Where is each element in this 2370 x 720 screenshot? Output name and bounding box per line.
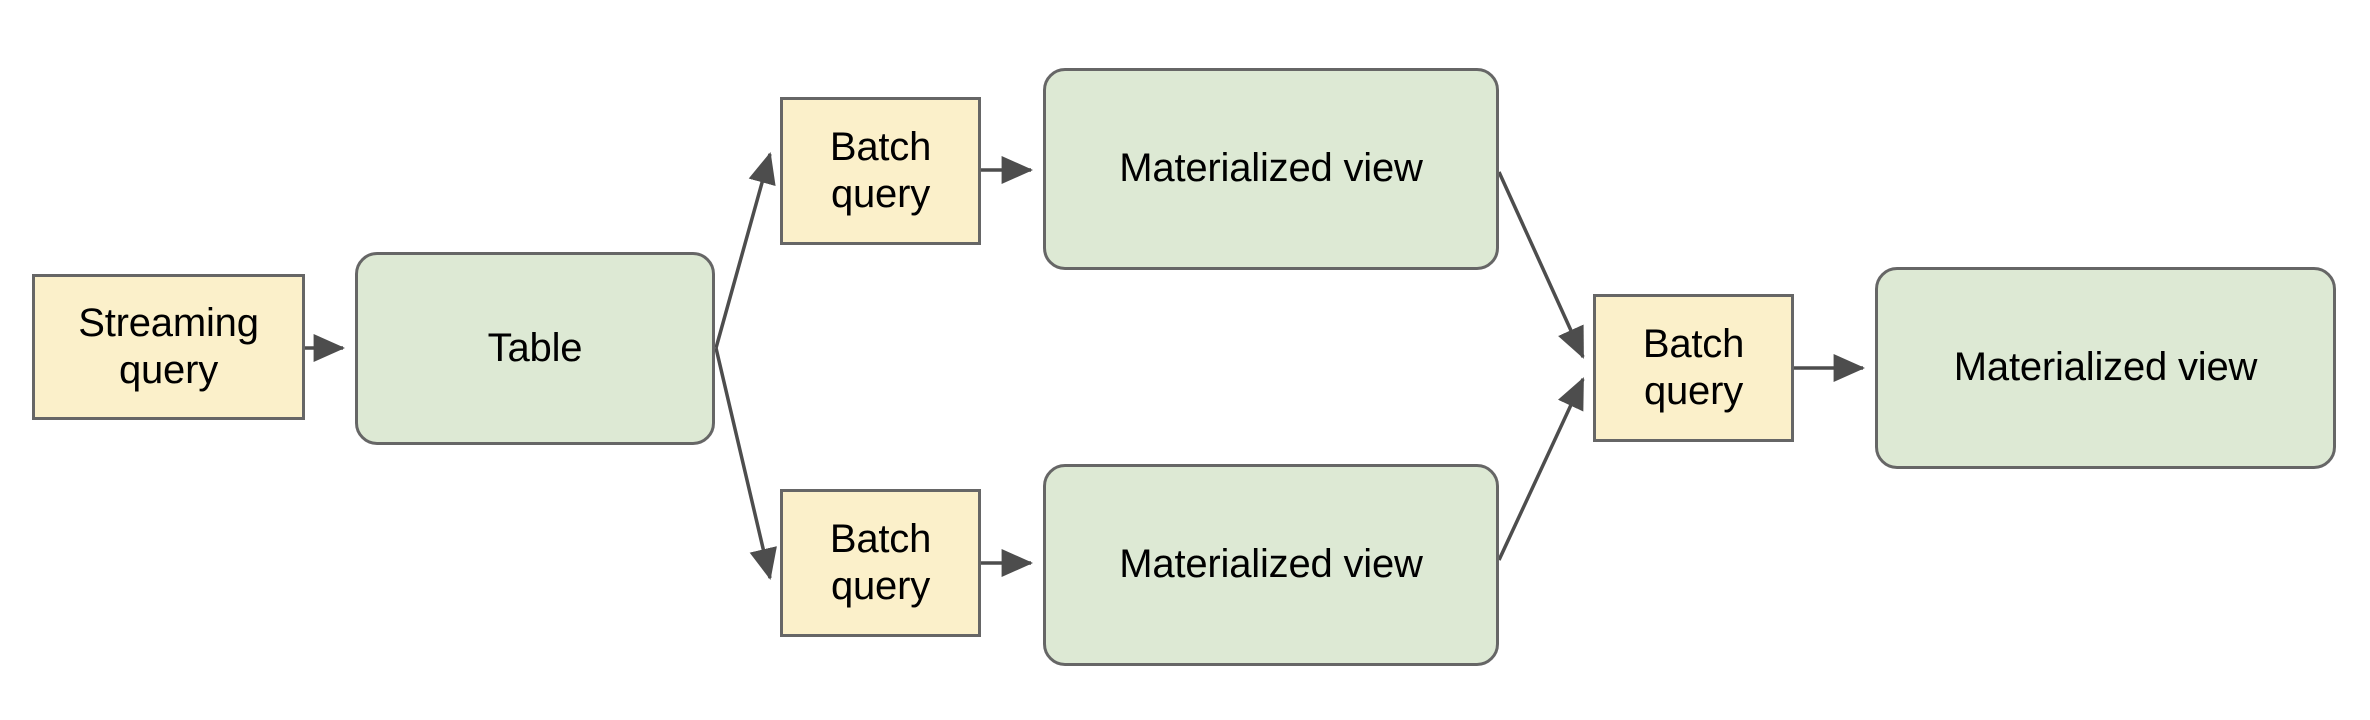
node-materialized-view-bottom-label: Materialized view — [1119, 542, 1423, 587]
node-batch-query-top[interactable]: Batch query — [780, 97, 981, 245]
node-materialized-view-final[interactable]: Materialized view — [1875, 267, 2336, 469]
node-streaming-query[interactable]: Streaming query — [32, 274, 305, 420]
node-table-label: Table — [487, 325, 583, 370]
node-batch-query-join[interactable]: Batch query — [1593, 294, 1794, 442]
node-batch-query-bottom-label: Batch query — [829, 516, 932, 608]
edge-table-to-batch-query-top — [714, 151, 776, 349]
node-table[interactable]: Table — [355, 252, 715, 445]
edge-materialized-view-top-to-batch-query-join — [1497, 171, 1585, 359]
node-streaming-query-label: Streaming query — [78, 300, 259, 392]
node-batch-query-top-label: Batch query — [829, 124, 932, 216]
edge-materialized-view-bottom-to-batch-query-join — [1497, 377, 1585, 561]
node-materialized-view-bottom[interactable]: Materialized view — [1043, 464, 1499, 666]
node-batch-query-bottom[interactable]: Batch query — [780, 489, 981, 637]
node-materialized-view-top[interactable]: Materialized view — [1043, 68, 1499, 270]
edge-table-to-batch-query-bottom — [714, 347, 777, 581]
node-batch-query-join-label: Batch query — [1642, 321, 1745, 413]
node-materialized-view-top-label: Materialized view — [1119, 146, 1423, 191]
node-materialized-view-final-label: Materialized view — [1953, 345, 2258, 390]
